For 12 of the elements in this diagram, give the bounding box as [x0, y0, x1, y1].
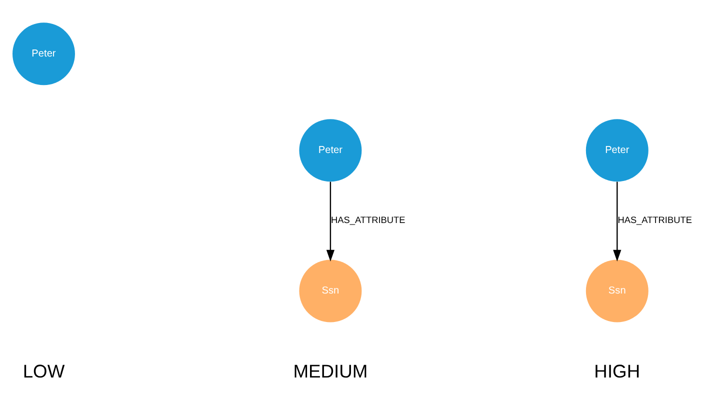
- edge-label: HAS_ATTRIBUTE: [618, 214, 692, 224]
- node-circle: Peter: [586, 118, 648, 182]
- label: MEDIUM: [293, 360, 368, 381]
- node-circle: Peter: [12, 22, 75, 85]
- node-circle: Peter: [299, 118, 362, 182]
- node-circle: Ssn: [586, 259, 648, 322]
- arrow: [613, 181, 622, 261]
- edge-label: HAS_ATTRIBUTE: [331, 214, 406, 224]
- label: HIGH: [594, 360, 640, 381]
- label: LOW: [22, 360, 65, 381]
- arrow: [326, 181, 334, 261]
- node-circle: Ssn: [299, 259, 362, 322]
